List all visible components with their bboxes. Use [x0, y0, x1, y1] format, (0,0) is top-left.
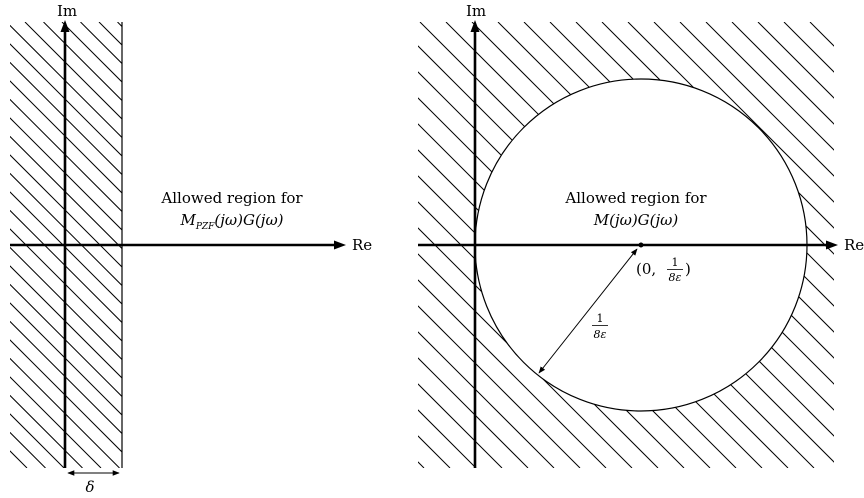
- left-hatch-line: [10, 376, 102, 468]
- radius-label-den: 8ε: [594, 328, 607, 341]
- right-hatch-line: [679, 22, 834, 468]
- right-hatch-line: [757, 22, 834, 468]
- center-label-suffix: ): [685, 260, 691, 278]
- left-region-line2: MPZF(jω)G(jω): [179, 211, 283, 232]
- right-hatch-line: [653, 22, 834, 468]
- right-im-axis-arrow: [470, 20, 480, 32]
- delta-label: δ: [85, 478, 94, 496]
- right-hatch-line: [705, 22, 834, 468]
- right-hatch-line: [418, 22, 633, 468]
- left-region-rest: (jω)G(jω): [214, 211, 283, 229]
- radius-label-num: 1: [597, 312, 604, 325]
- right-hatch-line: [418, 22, 555, 468]
- right-region-line2: M(jω)G(jω): [593, 211, 679, 229]
- center-label-den: 8ε: [669, 271, 682, 284]
- right-hatch-line: [418, 22, 581, 468]
- center-label-prefix: (0,: [636, 260, 656, 278]
- right-region-line1: Allowed region for: [564, 189, 707, 207]
- right-panel: Im Re Allowed region for M(jω)G(jω) (0, …: [418, 2, 864, 468]
- radius-arrow: [538, 248, 638, 374]
- left-region-sub: PZF: [195, 222, 215, 232]
- left-re-label: Re: [352, 236, 372, 254]
- left-hatch-line: [43, 22, 122, 102]
- right-hatch-line: [418, 22, 503, 468]
- left-hatch-line: [0, 22, 9, 468]
- right-re-label: Re: [844, 236, 864, 254]
- left-hatch-line: [10, 43, 122, 157]
- right-re-axis-arrow: [826, 240, 838, 250]
- left-im-label: Im: [57, 2, 77, 20]
- circle-center-dot: [638, 242, 644, 248]
- left-region-m: M: [179, 211, 196, 229]
- right-im-label: Im: [466, 2, 486, 20]
- center-label: (0, 1 8ε ): [636, 256, 691, 284]
- left-re-axis-arrow: [334, 240, 346, 250]
- left-hatch-line: [10, 80, 122, 194]
- left-panel: Im Re Allowed region for MPZF(jω)G(jω) δ: [0, 2, 372, 496]
- center-label-num: 1: [672, 256, 679, 269]
- right-hatch-line: [418, 22, 529, 468]
- left-region-line1: Allowed region for: [160, 189, 303, 207]
- left-im-axis-arrow: [60, 20, 70, 32]
- right-hatch-line: [731, 22, 834, 468]
- left-hatch-line: [10, 320, 122, 435]
- left-hatch-line: [10, 283, 122, 398]
- left-hatch-line: [10, 61, 122, 176]
- left-hatch-line: [10, 357, 120, 468]
- left-hatch-line: [10, 24, 122, 139]
- left-hatch-line: [10, 339, 122, 453]
- right-hatch-line: [418, 22, 607, 468]
- left-hatch-line: [10, 302, 122, 416]
- radius-label: 1 8ε: [592, 312, 608, 341]
- left-hatch-line: [24, 22, 122, 120]
